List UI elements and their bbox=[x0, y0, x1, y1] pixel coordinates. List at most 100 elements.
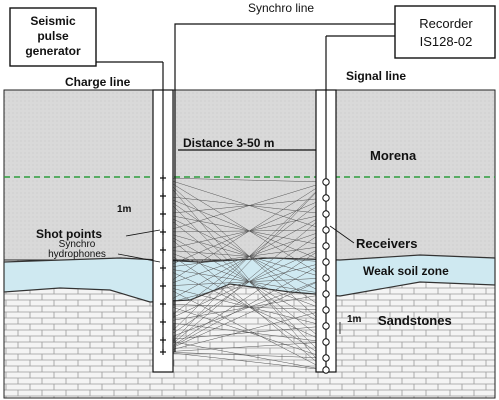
shot-point-marker bbox=[160, 349, 166, 355]
ray-path bbox=[162, 177, 327, 279]
shot-point-marker bbox=[160, 283, 166, 289]
ray-path bbox=[162, 351, 327, 359]
receiver-marker bbox=[322, 226, 330, 234]
receivers bbox=[322, 178, 330, 374]
synchro-line bbox=[174, 23, 395, 352]
ray-path bbox=[162, 267, 327, 343]
shot-points bbox=[160, 175, 166, 355]
ray-path bbox=[162, 213, 327, 353]
shot-point-marker bbox=[160, 301, 166, 307]
ray-path bbox=[162, 277, 327, 353]
ray-path bbox=[162, 309, 327, 353]
ray-path bbox=[162, 231, 327, 327]
ray-path bbox=[162, 325, 327, 341]
ray-path bbox=[162, 195, 327, 263]
ray-path bbox=[162, 245, 327, 323]
ray-path bbox=[162, 229, 327, 287]
ray-path bbox=[162, 177, 327, 183]
ray-path bbox=[162, 181, 327, 287]
shot-point-marker bbox=[160, 175, 166, 181]
ray-path bbox=[162, 213, 327, 247]
ray-path bbox=[162, 177, 327, 231]
synchro-line-label: Synchro line bbox=[248, 1, 314, 15]
ray-path bbox=[162, 231, 327, 371]
receiver-marker bbox=[322, 210, 330, 218]
ray-paths bbox=[162, 177, 327, 371]
recorder-box bbox=[394, 5, 496, 59]
receivers-leader bbox=[329, 225, 355, 244]
ray-path bbox=[162, 229, 327, 341]
receiver-marker bbox=[322, 354, 330, 362]
ray-path bbox=[162, 181, 327, 233]
ray-path bbox=[162, 249, 327, 311]
ray-path bbox=[162, 181, 327, 353]
shot-point-marker bbox=[160, 337, 166, 343]
shot-point-marker bbox=[160, 229, 166, 235]
ray-path bbox=[162, 249, 327, 263]
ray-path bbox=[162, 213, 327, 295]
ray-path bbox=[162, 277, 327, 287]
ray-path bbox=[162, 195, 327, 311]
ray-path bbox=[162, 197, 327, 323]
hydrophones-leader bbox=[117, 253, 161, 263]
generator-label-2: pulse bbox=[37, 29, 69, 43]
signal-line-label: Signal line bbox=[346, 69, 406, 83]
ray-path bbox=[162, 285, 327, 371]
receiver-marker bbox=[322, 242, 330, 250]
generator-box bbox=[9, 7, 97, 67]
ray-path bbox=[162, 181, 327, 341]
synchro-hydrophones-label-2: hydrophones bbox=[48, 249, 106, 260]
shot-points-label: Shot points bbox=[36, 227, 102, 241]
ray-path bbox=[162, 285, 327, 327]
ray-path bbox=[162, 197, 327, 215]
receiver-marker bbox=[322, 274, 330, 282]
generator-label-3: generator bbox=[25, 44, 81, 58]
receiver-marker bbox=[322, 258, 330, 266]
synchro-hydrophones-label-1: Synchro bbox=[59, 239, 96, 250]
ray-path bbox=[162, 213, 327, 305]
receivers-label: Receivers bbox=[356, 236, 417, 251]
ray-path bbox=[162, 341, 327, 353]
shot-points-leader bbox=[125, 229, 161, 237]
receiver-marker bbox=[322, 194, 330, 202]
ray-path bbox=[162, 245, 327, 353]
shot-point-marker bbox=[160, 211, 166, 217]
weak-soil-zone-label: Weak soil zone bbox=[363, 264, 449, 278]
one-m-left-label: 1m bbox=[117, 204, 132, 215]
ray-path bbox=[162, 245, 327, 269]
recorder-label-1: Recorder bbox=[419, 16, 473, 31]
ray-path bbox=[162, 213, 327, 343]
ray-path bbox=[162, 213, 327, 251]
distance-label: Distance 3-50 m bbox=[183, 136, 274, 150]
ray-path bbox=[162, 195, 327, 359]
receiver-marker bbox=[322, 338, 330, 346]
ray-path bbox=[162, 197, 327, 269]
ray-path bbox=[162, 249, 327, 359]
ray-path bbox=[162, 229, 327, 233]
recorder-label-2: IS128-02 bbox=[420, 34, 473, 49]
ray-path bbox=[162, 293, 327, 323]
ray-path bbox=[162, 177, 327, 371]
ray-path bbox=[162, 195, 327, 215]
ray-path bbox=[162, 261, 327, 353]
ray-path bbox=[162, 351, 327, 371]
receiver-marker bbox=[322, 366, 330, 374]
receiver-marker bbox=[322, 322, 330, 330]
shot-point-marker bbox=[160, 247, 166, 253]
ray-path bbox=[162, 277, 327, 341]
ray-path bbox=[162, 231, 327, 279]
ray-path bbox=[162, 177, 327, 327]
shot-point-marker bbox=[160, 319, 166, 325]
morena-label: Morena bbox=[370, 148, 417, 163]
sandstones-label: Sandstones bbox=[378, 313, 452, 328]
one-m-right-label: 1m bbox=[347, 314, 362, 325]
receiver-marker bbox=[322, 178, 330, 186]
morena-layer bbox=[3, 89, 496, 261]
receiver-marker bbox=[322, 290, 330, 298]
receiver-marker bbox=[322, 306, 330, 314]
shot-point-marker bbox=[160, 193, 166, 199]
charge-line-label: Charge line bbox=[65, 75, 131, 89]
ray-path bbox=[162, 267, 327, 295]
shot-point-marker bbox=[160, 265, 166, 271]
